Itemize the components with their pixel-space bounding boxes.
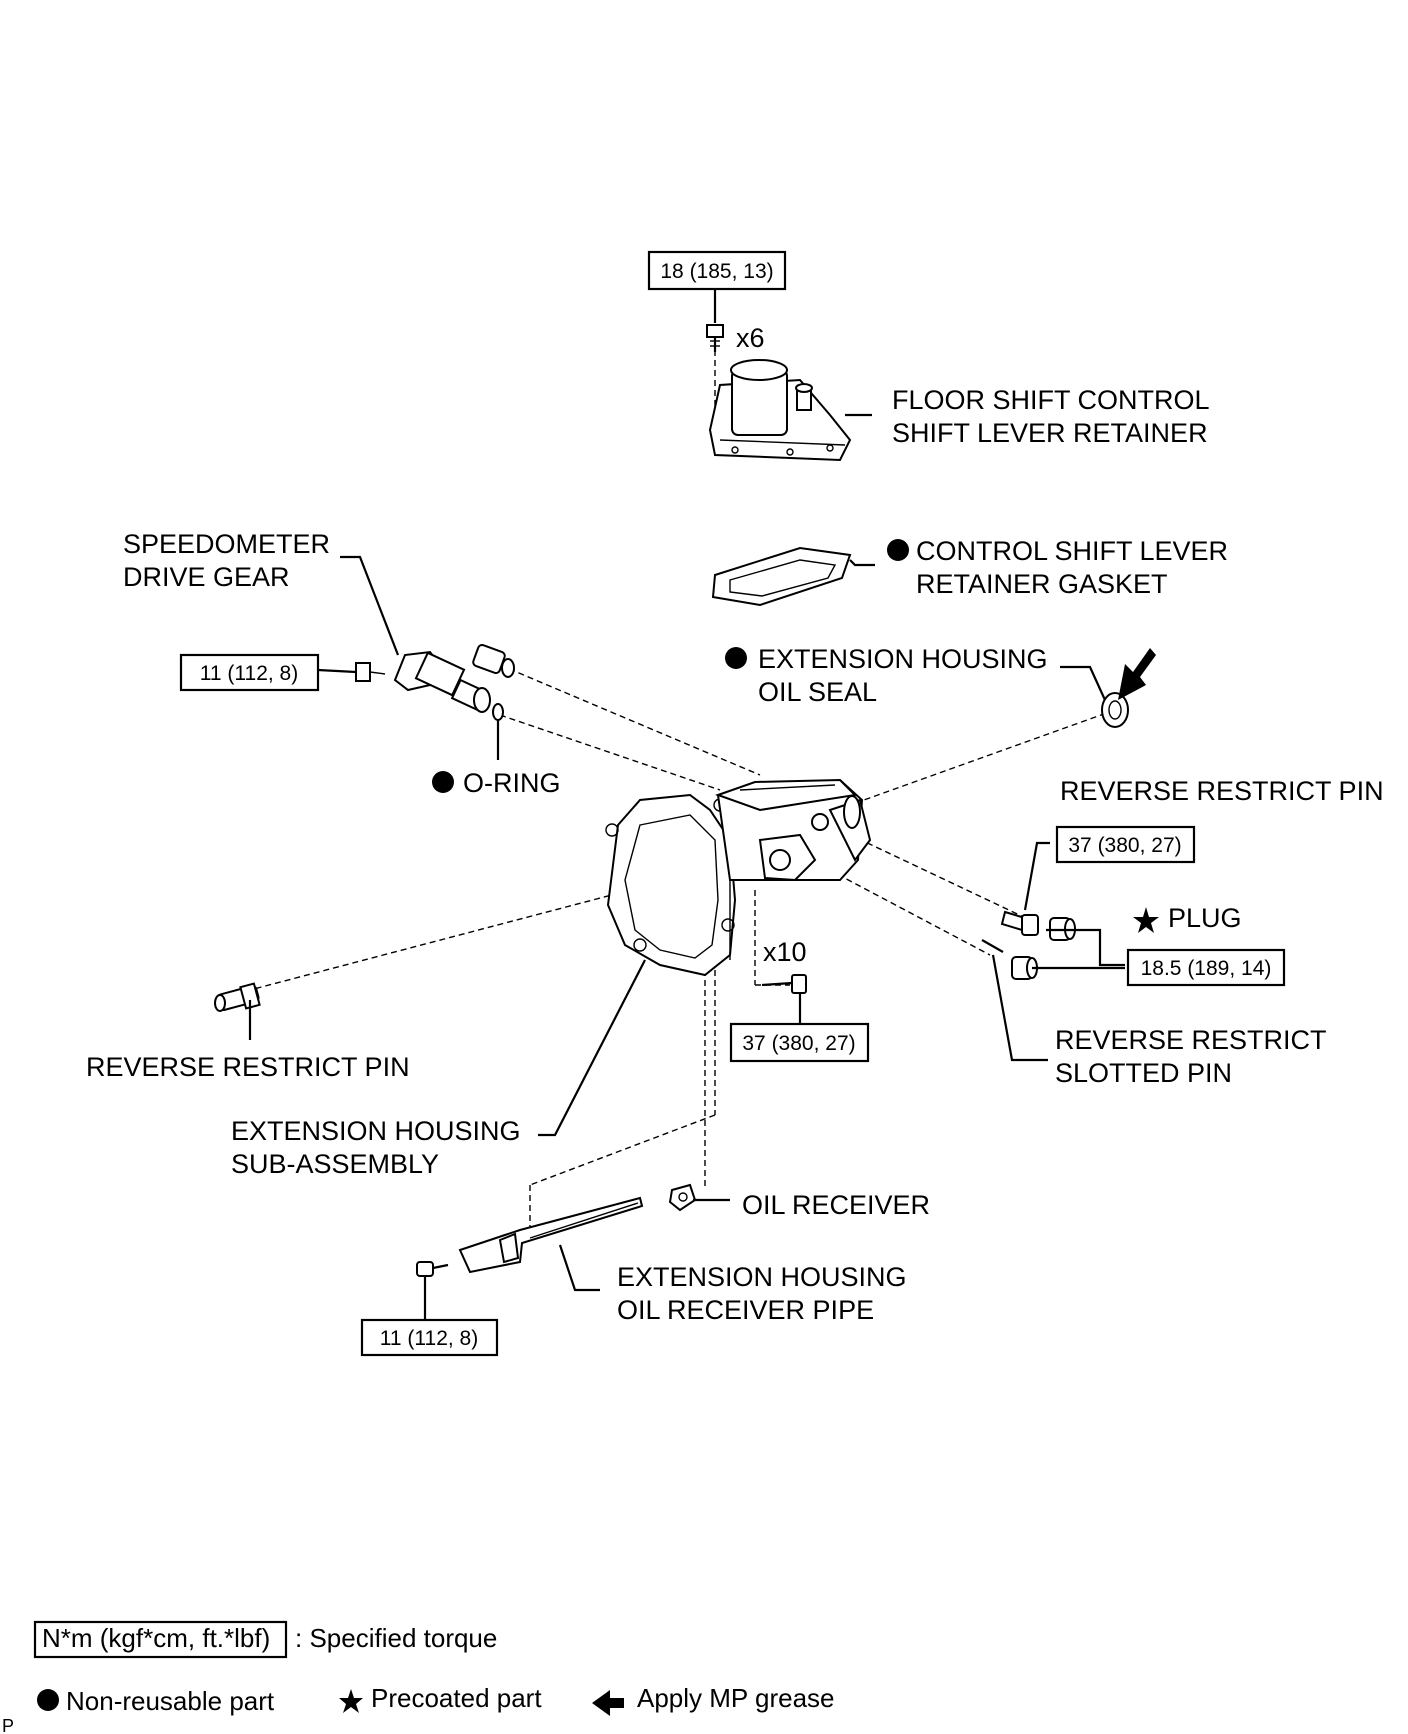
label-slotted-line1: REVERSE RESTRICT	[1055, 1025, 1327, 1055]
reverse-restrict-slotted-pin	[981, 939, 1004, 953]
leader-lines	[248, 290, 1125, 1320]
reverse-restrict-pin-bolt	[1000, 910, 1039, 936]
torque-box-housing: 37 (380, 27)	[729, 1022, 870, 1063]
label-pipe-line2: OIL RECEIVER PIPE	[617, 1295, 874, 1325]
legend-precoated: Precoated part	[371, 1683, 542, 1713]
legend-mp-grease: Apply MP grease	[637, 1683, 835, 1713]
torque-box-plug: 18.5 (189, 14)	[1126, 948, 1286, 987]
label-o-ring: O-RING	[463, 768, 561, 798]
precoated-star-icon	[1133, 907, 1159, 933]
label-rev-pin-right: REVERSE RESTRICT PIN	[1060, 776, 1384, 806]
torque-box-rev-pin: 37 (380, 27)	[1055, 825, 1196, 864]
shift-lever-retainer	[708, 359, 852, 462]
label-speedo-line2: DRIVE GEAR	[123, 562, 290, 592]
label-gasket-line1: CONTROL SHIFT LEVER	[916, 536, 1228, 566]
grease-legend-arrow-icon	[592, 1690, 624, 1716]
housing-bolt	[761, 974, 807, 994]
label-plug: PLUG	[1168, 903, 1242, 933]
torque-pipe-text: 11 (112, 8)	[380, 1327, 478, 1350]
reverse-restrict-pin-left	[214, 982, 261, 1012]
precoated-legend-star-icon	[339, 1689, 363, 1713]
label-oil-seal-line1: EXTENSION HOUSING	[758, 644, 1048, 674]
torque-housing-text: 37 (380, 27)	[742, 1032, 855, 1055]
control-shift-lever-retainer-gasket	[711, 546, 852, 607]
quantity-retainer-bolts: x6	[736, 323, 765, 353]
label-floor-shift-line2: SHIFT LEVER RETAINER	[892, 418, 1208, 448]
speedometer-sleeve	[472, 644, 515, 678]
retainer-bolt	[706, 324, 724, 352]
pipe-bolt	[416, 1261, 449, 1277]
label-pipe-line1: EXTENSION HOUSING	[617, 1262, 907, 1292]
non-reusable-icon	[887, 539, 909, 561]
non-reusable-legend-icon	[37, 1689, 59, 1711]
extension-housing-oil-receiver-pipe	[458, 1196, 644, 1274]
label-oil-receiver: OIL RECEIVER	[742, 1190, 930, 1220]
non-reusable-icon	[432, 771, 454, 793]
legend-torque-desc: : Specified torque	[295, 1623, 497, 1653]
torque-box-pipe: 11 (112, 8)	[360, 1318, 499, 1357]
label-gasket-line2: RETAINER GASKET	[916, 569, 1168, 599]
label-housing-line2: SUB-ASSEMBLY	[231, 1149, 439, 1179]
o-ring	[492, 703, 504, 721]
torque-rev-pin-text: 37 (380, 27)	[1068, 834, 1181, 857]
quantity-housing-bolts: x10	[763, 937, 807, 967]
torque-box-retainer: 18 (185, 13)	[647, 250, 787, 291]
extension-housing-oil-seal	[1101, 692, 1129, 728]
label-slotted-line2: SLOTTED PIN	[1055, 1058, 1232, 1088]
label-rev-pin-left: REVERSE RESTRICT PIN	[86, 1052, 410, 1082]
corner-mark: P	[2, 1716, 14, 1734]
torque-box-speedo: 11 (112, 8)	[179, 653, 320, 692]
non-reusable-icon	[725, 647, 747, 669]
legend-non-reusable: Non-reusable part	[66, 1686, 275, 1716]
extension-housing-sub-assembly	[605, 778, 872, 977]
label-housing-line1: EXTENSION HOUSING	[231, 1116, 521, 1146]
speedometer-drive-gear	[393, 650, 491, 713]
torque-retainer-text: 18 (185, 13)	[660, 260, 773, 283]
torque-speedo-text: 11 (112, 8)	[200, 662, 298, 685]
torque-plug-text: 18.5 (189, 14)	[1141, 957, 1272, 980]
label-speedo-line1: SPEEDOMETER	[123, 529, 330, 559]
label-oil-seal-line2: OIL SEAL	[758, 677, 877, 707]
oil-receiver	[668, 1183, 697, 1212]
legend-torque-units: N*m (kgf*cm, ft.*lbf)	[42, 1623, 270, 1653]
legend: N*m (kgf*cm, ft.*lbf) : Specified torque…	[33, 1620, 835, 1716]
speedometer-bolt	[317, 662, 386, 682]
label-floor-shift-line1: FLOOR SHIFT CONTROL	[892, 385, 1210, 415]
mp-grease-arrow-icon	[1118, 648, 1156, 700]
